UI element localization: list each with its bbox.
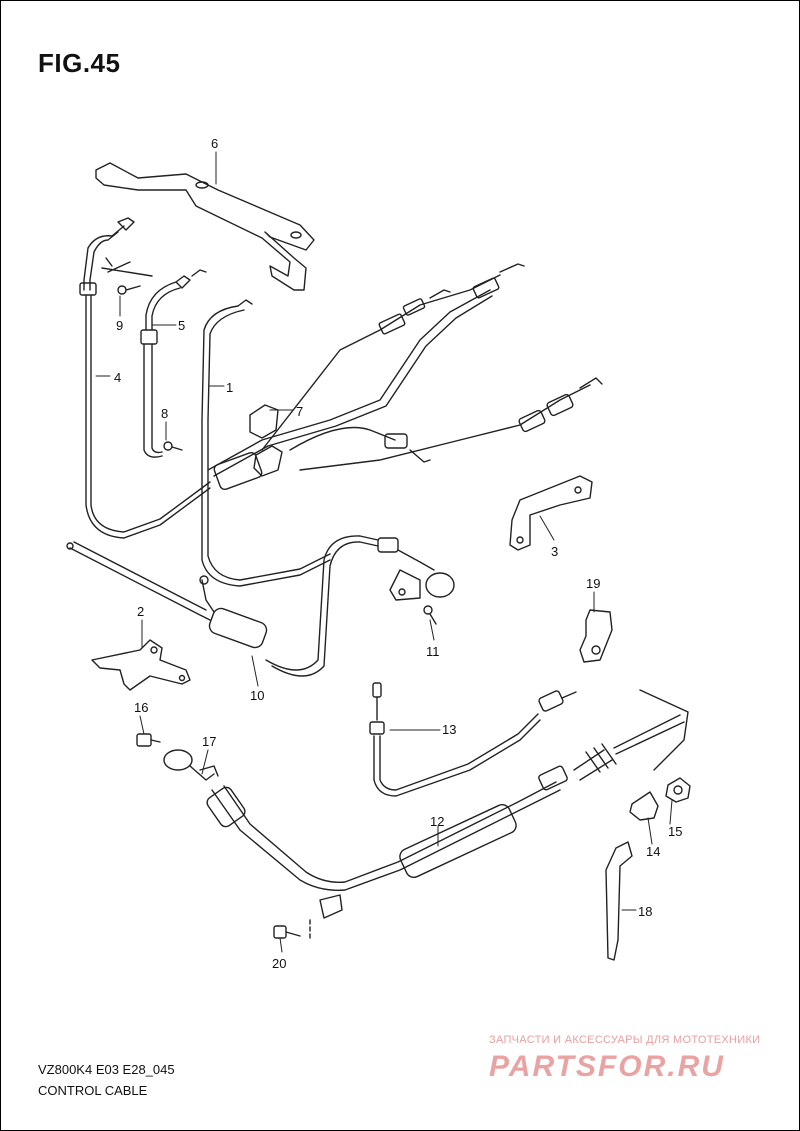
callout-2: 2 bbox=[137, 604, 144, 619]
part-13-cable bbox=[369, 682, 577, 797]
part-20-bolt bbox=[273, 919, 311, 941]
part-3-bracket bbox=[509, 475, 593, 551]
choke-knob-assembly bbox=[377, 537, 455, 601]
callout-4: 4 bbox=[114, 370, 121, 385]
callout-7: 7 bbox=[296, 404, 303, 419]
part-16-bolt bbox=[136, 733, 161, 747]
part-14-boot bbox=[629, 791, 659, 821]
branch-cable bbox=[289, 426, 431, 463]
part-15-nut bbox=[665, 777, 691, 803]
part-7-clamp bbox=[249, 404, 283, 477]
part-17-clip bbox=[163, 749, 219, 781]
part-1-cable bbox=[201, 289, 493, 587]
figure-caption: CONTROL CABLE bbox=[38, 1083, 148, 1098]
callout-13: 13 bbox=[442, 722, 456, 737]
callout-10: 10 bbox=[250, 688, 264, 703]
part-4-cable bbox=[79, 217, 211, 539]
callout-11: 11 bbox=[426, 644, 440, 659]
watermark-tagline: ЗАПЧАСТИ И АКСЕССУАРЫ ДЛЯ МОТОТЕХНИКИ bbox=[489, 1034, 761, 1046]
callout-19: 19 bbox=[586, 576, 600, 591]
callout-16: 16 bbox=[134, 700, 148, 715]
throttle-cable-upper bbox=[261, 263, 525, 451]
callout-6: 6 bbox=[211, 136, 218, 151]
part-2-bracket bbox=[91, 639, 191, 691]
callout-14: 14 bbox=[646, 844, 660, 859]
part-18-bracket bbox=[605, 841, 633, 961]
clutch-cable-upper bbox=[299, 377, 603, 471]
part-6-bracket bbox=[95, 162, 315, 291]
callout-9: 9 bbox=[116, 318, 123, 333]
part-8-screw bbox=[163, 441, 183, 451]
part-11-screw bbox=[423, 605, 437, 625]
callout-18: 18 bbox=[638, 904, 652, 919]
part-12-cable bbox=[206, 689, 689, 919]
part-9-screw bbox=[117, 285, 141, 295]
figure-title: FIG.45 bbox=[38, 48, 121, 78]
callout-20: 20 bbox=[272, 956, 286, 971]
model-code: VZ800K4 E03 E28_045 bbox=[38, 1062, 175, 1077]
callout-labels: 6 9 4 5 1 8 7 3 19 11 2 10 13 16 17 12 1… bbox=[114, 136, 682, 971]
part-5-cable bbox=[140, 269, 207, 458]
callout-1: 1 bbox=[226, 380, 233, 395]
callout-12: 12 bbox=[430, 814, 444, 829]
leader-lines bbox=[95, 151, 673, 953]
callout-15: 15 bbox=[668, 824, 682, 839]
callout-3: 3 bbox=[551, 544, 558, 559]
callout-17: 17 bbox=[202, 734, 216, 749]
callout-5: 5 bbox=[178, 318, 185, 333]
part-10-cable bbox=[66, 535, 379, 677]
callout-8: 8 bbox=[161, 406, 168, 421]
part-19-bracket bbox=[579, 609, 613, 663]
watermark-logo: PARTSFOR.RU bbox=[489, 1050, 725, 1083]
